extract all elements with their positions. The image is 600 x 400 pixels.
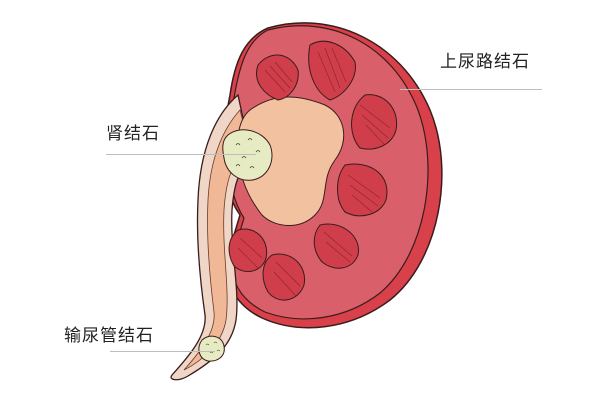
leader-line-kidney-stone [106, 154, 256, 155]
label-ureteral-stone: 输尿管结石 [64, 326, 154, 346]
label-kidney-stone: 肾结石 [106, 124, 160, 144]
kidney-stone-shape [222, 129, 273, 181]
label-upper-urinary-stone: 上尿路结石 [440, 52, 530, 72]
leader-line-upper-urinary [400, 89, 542, 90]
ureter-lumen [183, 109, 251, 371]
ureteral-stone-shape [198, 335, 225, 362]
leader-line-ureteral-stone [110, 351, 215, 352]
